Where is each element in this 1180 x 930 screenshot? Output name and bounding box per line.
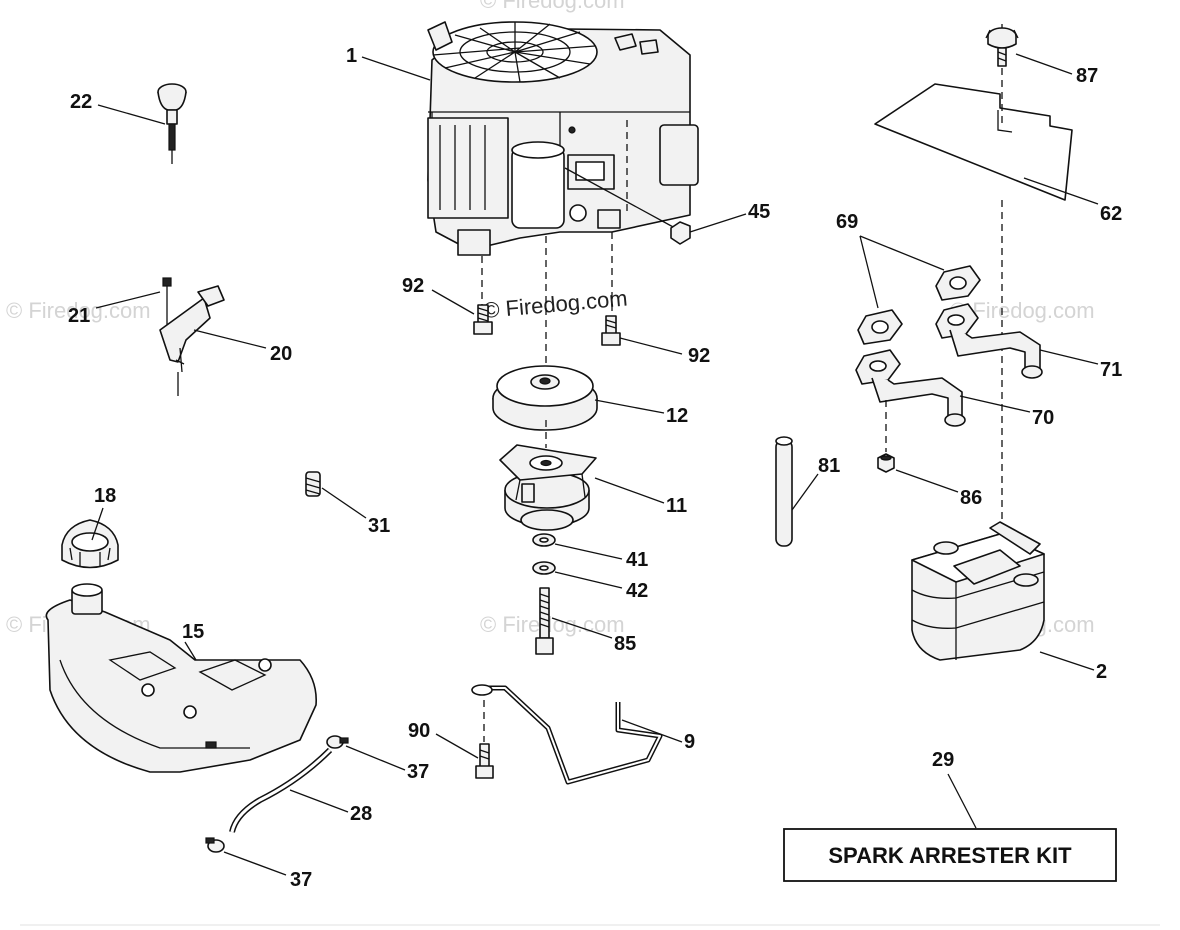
bolt-icon [473, 304, 493, 335]
gasket-icon [935, 265, 981, 301]
callout-37b: 37 [290, 869, 312, 891]
callout-85: 85 [614, 633, 636, 655]
throttle-control-icon [159, 277, 225, 396]
muffler-icon [911, 521, 1045, 661]
callout-81: 81 [818, 455, 840, 477]
callout-21: 21 [68, 305, 90, 327]
callout-92b: 92 [688, 345, 710, 367]
callout-31: 31 [368, 515, 390, 537]
exhaust-pipe-icon [935, 303, 1043, 379]
nut-icon [877, 453, 895, 473]
callout-87: 87 [1076, 65, 1098, 87]
callout-20: 20 [270, 343, 292, 365]
heat-shield-icon [874, 83, 1073, 201]
callout-22: 22 [70, 91, 92, 113]
callout-1: 1 [346, 45, 357, 67]
fuel-cap-icon [61, 519, 119, 569]
callout-29: 29 [932, 749, 954, 771]
spark-arrester-kit-box [783, 828, 1117, 882]
bolt-icon [601, 315, 621, 346]
callout-9: 9 [684, 731, 695, 753]
screw-icon [985, 24, 1019, 67]
bolt-icon [535, 587, 554, 655]
callout-37a: 37 [407, 761, 429, 783]
callout-41: 41 [626, 549, 648, 571]
fuel-tank-icon [45, 583, 317, 773]
exhaust-pipe-icon [855, 349, 966, 427]
callout-15: 15 [182, 621, 204, 643]
callout-28: 28 [350, 803, 372, 825]
callout-18: 18 [94, 485, 116, 507]
rod-icon [775, 436, 793, 547]
gasket-icon [857, 309, 903, 345]
pulley-icon [492, 365, 598, 431]
clutch-icon [499, 444, 597, 531]
callout-69: 69 [836, 211, 858, 233]
rod-icon [471, 684, 663, 785]
callout-71: 71 [1100, 359, 1122, 381]
callout-86: 86 [960, 487, 982, 509]
spring-icon [305, 471, 321, 497]
spark-arrester-kit-label: SPARK ARRESTER KIT [828, 843, 1072, 868]
watermark: © Firedog.com [480, 0, 625, 13]
callout-70: 70 [1032, 407, 1054, 429]
callout-62: 62 [1100, 203, 1122, 225]
knob-icon [157, 83, 187, 164]
engine-icon [427, 21, 699, 256]
watermark: © Firedog.com [6, 298, 151, 323]
clamp-icon [205, 837, 225, 853]
callout-90: 90 [408, 720, 430, 742]
callout-11: 11 [666, 495, 687, 517]
clamp-icon [326, 735, 349, 749]
callout-12: 12 [666, 405, 688, 427]
callout-45: 45 [748, 201, 770, 223]
callout-2: 2 [1096, 661, 1107, 683]
bolt-icon [475, 743, 494, 779]
callout-92a: 92 [402, 275, 424, 297]
callout-42: 42 [626, 580, 648, 602]
watermark: © Firedog.com [480, 612, 625, 637]
